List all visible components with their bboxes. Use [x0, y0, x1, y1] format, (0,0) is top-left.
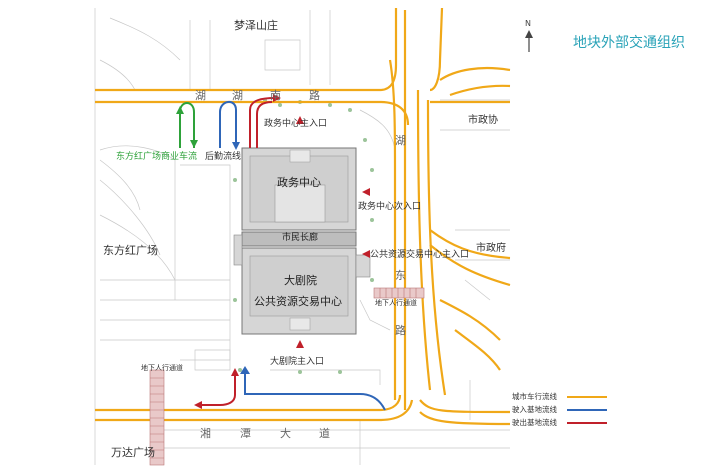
- entry-flow-south: [244, 372, 386, 411]
- hudong-road-east: [416, 89, 432, 391]
- entry-flow-arrows: [232, 142, 250, 374]
- building-dajuyuan: 大剧院: [284, 274, 317, 287]
- curve-right-3a: [439, 299, 501, 341]
- curve-right-2b: [429, 244, 511, 287]
- road-xiangtan-char-1: 湘: [200, 427, 211, 440]
- label-zhengwu-main-entrance: 政务中心主入口: [264, 119, 328, 129]
- underpass-hatch: [149, 287, 425, 466]
- building-changlang: 市民长廊: [282, 233, 319, 243]
- label-zhengwu-second-entrance: 政务中心次入口: [358, 202, 422, 212]
- exit-flow-south: [200, 372, 236, 406]
- north-label: N: [525, 19, 531, 28]
- label-logistics-flow: 后勤流线: [205, 152, 242, 162]
- legend-swatches: [567, 396, 607, 424]
- road-hudong-char-3: 路: [395, 324, 406, 337]
- label-juyuan-main-entrance: 大剧院主入口: [270, 357, 325, 367]
- hunan-road-line-2: [95, 100, 410, 126]
- place-wanda: 万达广场: [111, 446, 155, 459]
- road-hunan-char-3: 南: [270, 89, 281, 102]
- road-xiangtan-char-4: 道: [319, 427, 330, 440]
- building-jiaoyi: 公共资源交易中心: [254, 295, 342, 308]
- xiangtan-road-east-1: [419, 399, 511, 414]
- hudong-road-east-2: [426, 99, 447, 396]
- road-hunan-char-1: 湖: [195, 89, 206, 102]
- curve-to-right-1: [439, 66, 511, 81]
- place-shizhengfu: 市政府: [476, 243, 506, 254]
- road-hunan-char-4: 路: [309, 89, 320, 102]
- label-jiaoyi-main-entrance: 公共资源交易中心主入口: [370, 250, 470, 260]
- place-mengze: 梦泽山庄: [234, 19, 278, 32]
- road-hudong-char-1: 湖: [395, 134, 406, 147]
- place-shizheng: 市政协: [468, 115, 498, 126]
- road-hudong-char-2: 东: [395, 269, 406, 282]
- xiangtan-road-1: [95, 394, 402, 412]
- road-xiangtan-char-3: 大: [280, 427, 291, 440]
- exit-flow-north-2: [256, 101, 273, 148]
- curve-right-2a: [429, 229, 511, 260]
- entry-flow-lines: [219, 101, 386, 411]
- legend-entry-flow: 驶入基地流线: [512, 405, 557, 414]
- hunan-road-east-1: [429, 7, 444, 92]
- base-map-lines: [94, 8, 510, 465]
- label-underpass-right: 地下人行通道: [375, 299, 417, 307]
- entry-flow-north: [219, 101, 237, 148]
- north-arrow-icon: [525, 30, 533, 52]
- place-dongfanghong: 东方红广场: [103, 244, 158, 257]
- curve-right-3b: [454, 329, 501, 371]
- road-hunan-char-2: 湖: [232, 89, 243, 102]
- commercial-flow-arrows: [176, 106, 198, 148]
- xiangtan-road-2: [95, 399, 414, 422]
- legend-city-traffic: 城市车行流线: [512, 392, 557, 401]
- xiangtan-road-east-2: [419, 411, 511, 426]
- building-zhengwu: 政务中心: [277, 176, 321, 189]
- hudong-road-west: [388, 59, 397, 400]
- exit-flow-arrows: [194, 94, 370, 409]
- exit-flow-north: [249, 97, 276, 148]
- legend-exit-flow: 驶出基地流线: [512, 418, 557, 427]
- map-title: 地块外部交通组织: [573, 35, 685, 51]
- exit-flow-lines: [200, 97, 276, 406]
- city-traffic-roads: [95, 7, 511, 426]
- curve-to-right-2: [449, 84, 511, 97]
- label-underpass-left: 地下人行通道: [141, 364, 183, 372]
- road-xiangtan-char-2: 潭: [240, 427, 251, 440]
- label-commercial-flow: 东方红广场商业车流: [116, 152, 198, 162]
- building-complex: [233, 147, 371, 335]
